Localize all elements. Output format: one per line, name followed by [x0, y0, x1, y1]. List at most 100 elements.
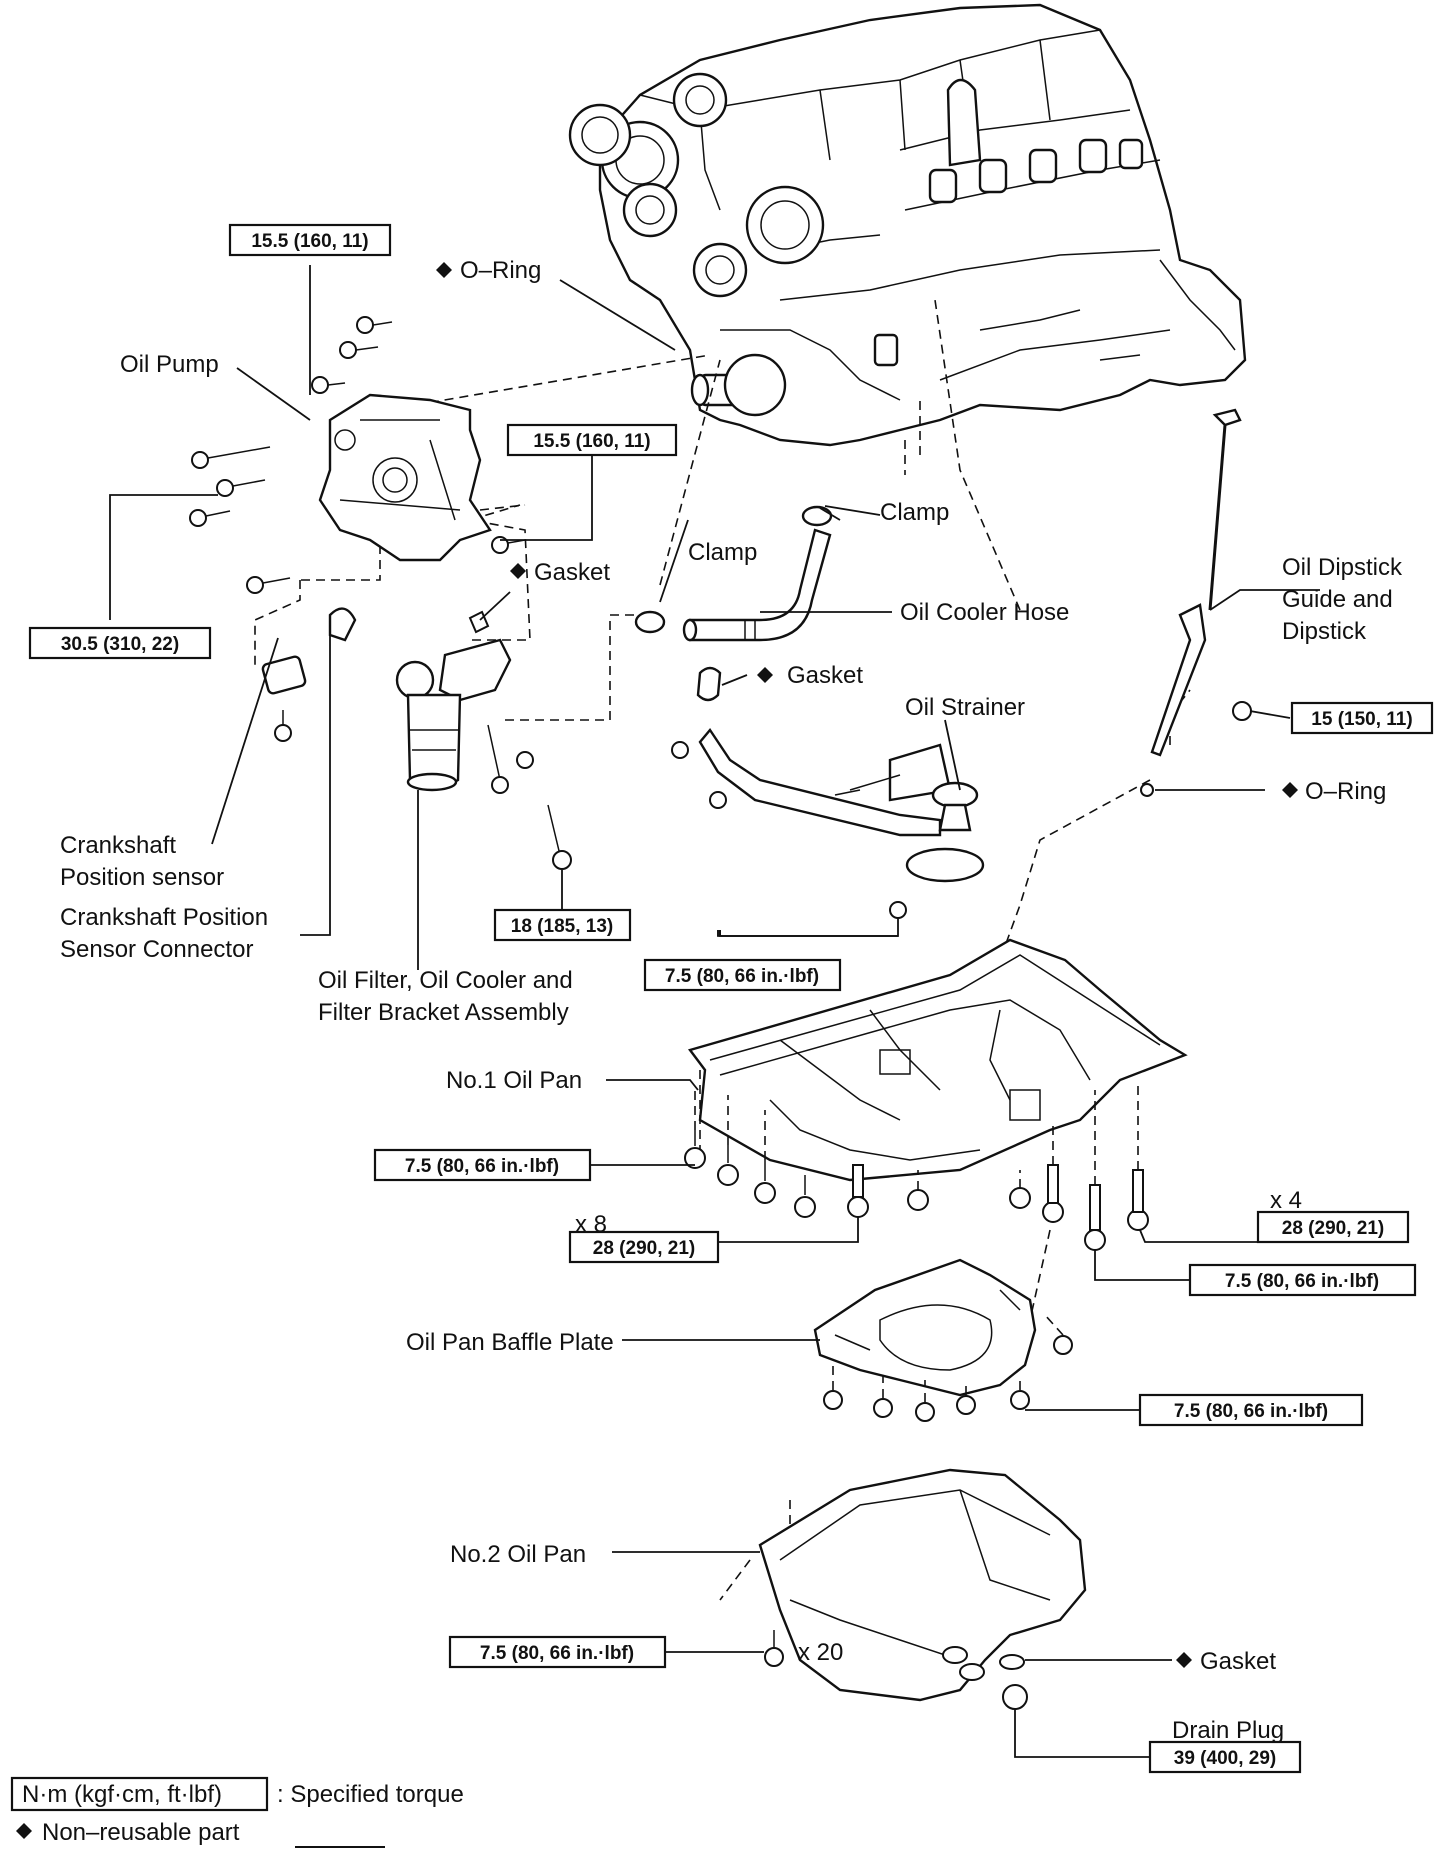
no1-oil-pan-label: No.1 Oil Pan [446, 1067, 582, 1094]
pump-bolts [189, 316, 526, 634]
torque-box-dipstick: 15 (150, 11) [1290, 701, 1434, 735]
oil-strainer [671, 666, 985, 919]
bolt [339, 341, 379, 359]
drain-plug-part [1002, 1684, 1028, 1710]
oil-pump-label: Oil Pump [120, 351, 219, 378]
diamond-icon [16, 1823, 32, 1839]
bolt [1042, 1164, 1064, 1223]
svg-text:7.5 (80, 66 in.·lbf): 7.5 (80, 66 in.·lbf) [1174, 1401, 1328, 1422]
bolt [684, 1130, 706, 1169]
clamp-lower [634, 610, 666, 634]
oil-cooler-hose-label: Oil Cooler Hose [900, 599, 1069, 626]
torque-box-pump-right: 15.5 (160, 11) [506, 423, 678, 457]
bolt [754, 1160, 776, 1204]
clamp-lower-label: Clamp [688, 539, 757, 566]
gasket-strainer-label: Gasket [757, 662, 863, 689]
bolt [1084, 1184, 1106, 1251]
svg-text:39 (400, 29): 39 (400, 29) [1174, 1748, 1276, 1769]
svg-text:15.5 (160, 11): 15.5 (160, 11) [533, 431, 650, 452]
diamond-icon [1176, 1652, 1192, 1668]
ckp-sensor-label-line1: Crankshaft [60, 832, 176, 859]
svg-text:7.5 (80, 66 in.·lbf): 7.5 (80, 66 in.·lbf) [1225, 1271, 1379, 1292]
torque-box-pan1-x8: 28 (290, 21) [568, 1230, 720, 1264]
gasket-text: Gasket [1200, 1648, 1276, 1675]
engine-assembly [568, 3, 1247, 447]
diamond-icon [510, 563, 526, 579]
svg-text:7.5 (80, 66 in.·lbf): 7.5 (80, 66 in.·lbf) [405, 1156, 559, 1177]
svg-text:30.5 (310, 22): 30.5 (310, 22) [61, 634, 179, 655]
gasket-pump-label: Gasket [510, 559, 610, 586]
bolt [794, 1175, 816, 1218]
gasket-drain-label: Gasket [1176, 1648, 1276, 1675]
drain-washer-a [942, 1646, 968, 1664]
oil-pump [318, 393, 492, 562]
o-ring-top-label: O–Ring [436, 257, 541, 284]
gasket-text: Gasket [534, 559, 610, 586]
clamp-upper-label: Clamp [880, 499, 949, 526]
o-ring-text: O–Ring [1305, 778, 1386, 805]
no1-oil-pan [687, 938, 1188, 1182]
diamond-icon [1282, 782, 1298, 798]
svg-text:28 (290, 21): 28 (290, 21) [593, 1238, 695, 1259]
legend-non-reusable: Non–reusable part [42, 1819, 240, 1846]
torque-box-pump-top: 15.5 (160, 11) [228, 223, 392, 257]
torque-box-baffle: 7.5 (80, 66 in.·lbf) [1138, 1393, 1364, 1427]
torque-box-pan1-x4: 28 (290, 21) [1256, 1210, 1410, 1244]
leader-lines [109, 265, 1320, 1758]
no2-oil-pan [758, 1468, 1087, 1702]
ckp-connector-label-line1: Crankshaft Position [60, 904, 268, 931]
torque-box-pump-left: 30.5 (310, 22) [28, 626, 212, 660]
baffle-plate-label: Oil Pan Baffle Plate [406, 1329, 614, 1356]
oil-strainer-label: Oil Strainer [905, 694, 1025, 721]
o-ring-dipstick-part [1140, 783, 1154, 797]
x20-label: x 20 [798, 1639, 843, 1666]
oil-filter-label-line2: Filter Bracket Assembly [318, 999, 569, 1026]
legend: N·m (kgf·cm, ft·lbf) : Specified torque … [10, 1776, 464, 1848]
diamond-icon [757, 667, 773, 683]
drain-gasket-part [999, 1654, 1025, 1670]
bolt [189, 509, 231, 527]
x4-label: x 4 [1270, 1187, 1302, 1214]
svg-text:7.5 (80, 66 in.·lbf): 7.5 (80, 66 in.·lbf) [665, 966, 819, 987]
bolt [847, 1164, 869, 1218]
gasket-text: Gasket [787, 662, 863, 689]
no1-oil-pan-bolts [684, 1080, 1149, 1251]
svg-text:18 (185, 13): 18 (185, 13) [511, 916, 613, 937]
torque-box-strainer: 7.5 (80, 66 in.·lbf) [643, 958, 842, 992]
legend-unit-box [10, 1776, 269, 1812]
torque-box-drain-plug: 39 (400, 29) [1148, 1740, 1302, 1774]
torque-box-pan2: 7.5 (80, 66 in.·lbf) [448, 1635, 667, 1669]
torque-box-pan1-right: 7.5 (80, 66 in.·lbf) [1188, 1263, 1417, 1297]
bolt [717, 1145, 739, 1186]
svg-text:7.5 (80, 66 in.·lbf): 7.5 (80, 66 in.·lbf) [480, 1643, 634, 1664]
o-ring-text: O–Ring [460, 257, 541, 284]
oil-filter-label-line1: Oil Filter, Oil Cooler and [318, 967, 573, 994]
baffle-bolts [823, 1314, 1073, 1422]
bolt [1127, 1169, 1149, 1231]
bolt [216, 479, 266, 497]
bolt [191, 446, 271, 469]
oil-cooler-hose [634, 505, 833, 642]
bolt [764, 1630, 784, 1667]
ckp-connector-label-line2: Sensor Connector [60, 936, 253, 963]
svg-text:15 (150, 11): 15 (150, 11) [1311, 709, 1412, 730]
oil-dipstick-label-line1: Oil Dipstick [1282, 554, 1403, 581]
ckp-sensor [261, 607, 357, 742]
oil-dipstick [1140, 408, 1252, 797]
torque-box-filter-bracket: 18 (185, 13) [493, 908, 632, 942]
legend-unit-desc: : Specified torque [277, 1781, 464, 1808]
torque-box-pan1-left: 7.5 (80, 66 in.·lbf) [373, 1148, 592, 1182]
torque-specs: 15.5 (160, 11) 15.5 (160, 11) 30.5 (310,… [28, 223, 1434, 1774]
svg-text:15.5 (160, 11): 15.5 (160, 11) [251, 231, 368, 252]
legend-unit-text: N·m (kgf·cm, ft·lbf) [22, 1781, 222, 1808]
clamp-upper [801, 505, 833, 527]
labels: O–Ring Oil Pump Clamp Clamp Gasket Oil C… [60, 257, 1403, 1744]
bolt [356, 316, 393, 334]
ckp-sensor-label-line2: Position sensor [60, 864, 224, 891]
oil-pan-baffle-plate [813, 1258, 1037, 1397]
bolt [487, 724, 509, 794]
bolt [1009, 1187, 1031, 1209]
bolt [246, 576, 291, 594]
oil-dipstick-label-line3: Dipstick [1282, 618, 1367, 645]
